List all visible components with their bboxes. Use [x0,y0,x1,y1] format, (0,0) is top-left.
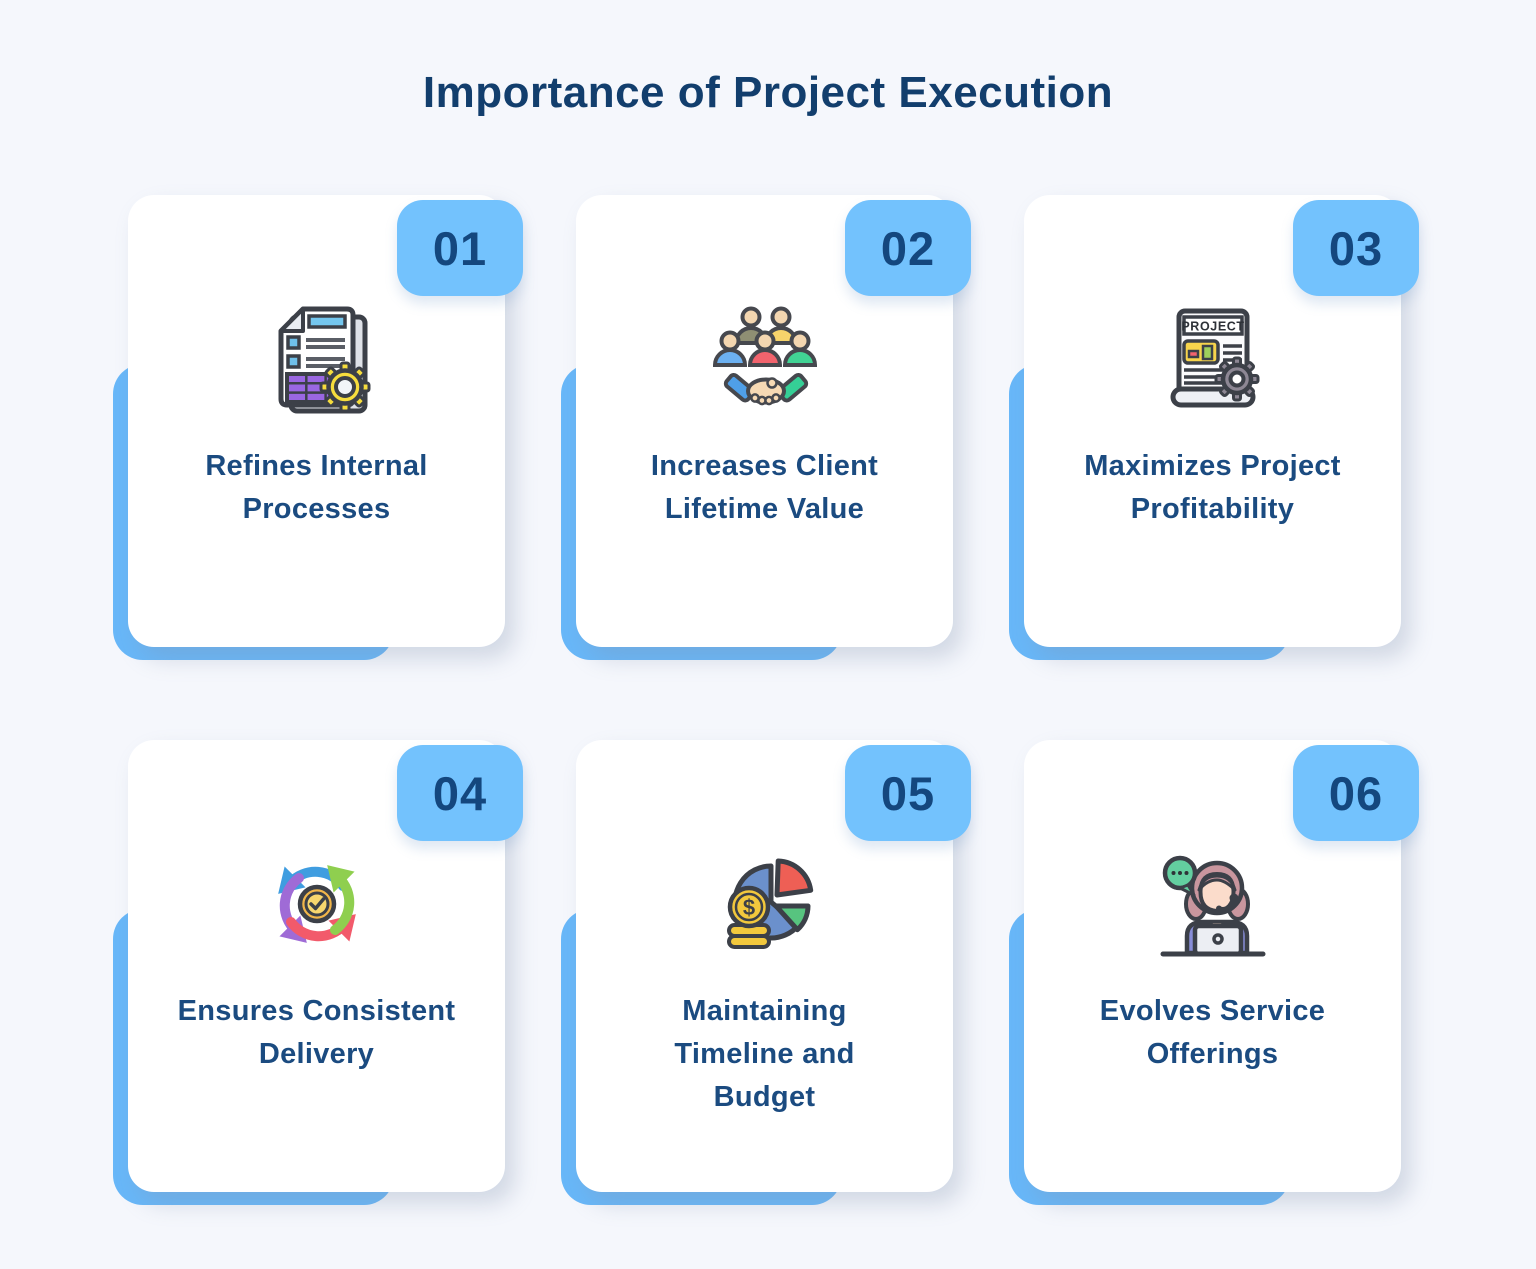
pie-chart-coins-icon: $ [726,858,813,949]
card-icon-wrap [257,301,377,421]
card-title: Maintaining Timeline and Budget [674,995,855,1113]
card-number-badge: 06 [1293,745,1419,841]
card-02: Increases Client Lifetime Value 02 [561,195,971,660]
card-number-badge: 02 [845,200,971,296]
card-icon-wrap: PROJECT [1153,301,1273,421]
card-title: Maximizes Project Profitability [1084,450,1341,525]
cards-grid: Refines Internal Processes 01 [113,195,1419,1205]
card-icon-wrap [257,846,377,966]
card-04: Ensures Consistent Delivery 04 [113,740,523,1205]
support-agent-icon [1160,855,1265,957]
card-06: Evolves Service Offerings 06 [1009,740,1419,1205]
card-title: Refines Internal Processes [205,450,428,525]
team-handshake-icon [712,306,817,406]
card-number-badge: 01 [397,200,523,296]
card-icon-wrap: $ [705,846,825,966]
svg-text:PROJECT: PROJECT [1181,320,1244,334]
card-title: Increases Client Lifetime Value [650,450,879,525]
card-icon-wrap [1153,846,1273,966]
card-number-badge: 04 [397,745,523,841]
card-title: Ensures Consistent Delivery [177,995,456,1070]
card-face: PROJECT [1024,195,1401,647]
project-scroll-gear-icon: PROJECT [1170,308,1259,408]
card-title: Evolves Service Offerings [1099,995,1326,1070]
cycle-arrows-clock-icon [277,865,356,943]
card-number-badge: 03 [1293,200,1419,296]
card-03: PROJECT [1009,195,1419,660]
card-number-badge: 05 [845,745,971,841]
card-05: $ Maintaining Timeline and Budget 05 [561,740,971,1205]
svg-text:$: $ [742,895,754,920]
card-icon-wrap [705,301,825,421]
card-01: Refines Internal Processes 01 [113,195,523,660]
page-title: Importance of Project Execution [422,68,1114,117]
document-checklist-gear-icon [278,306,370,414]
